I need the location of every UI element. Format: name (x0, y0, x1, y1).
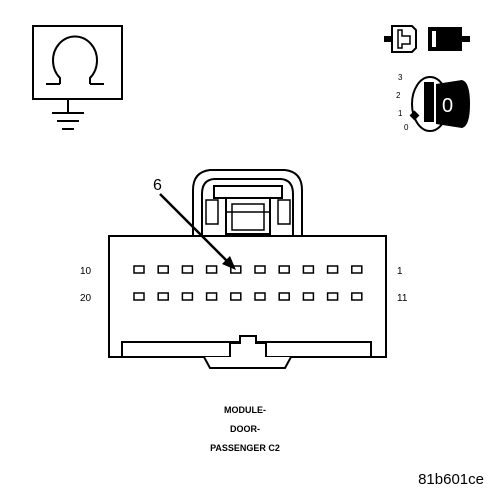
pin-cavity (157, 265, 169, 274)
ignition-switch-icon: 3 2 1 0 0 (396, 73, 470, 132)
pin-cavity (351, 265, 363, 274)
caption-line-3: PASSENGER C2 (210, 443, 280, 453)
ignition-key-label: 0 (442, 95, 453, 117)
pin-cavity (230, 265, 242, 274)
pin-cavity (254, 265, 266, 274)
pin-row-top (133, 265, 363, 274)
callout-arrow (159, 193, 236, 270)
pin-cavity (230, 292, 242, 301)
ignition-position-1: 1 (398, 109, 403, 118)
pin-cavity (278, 292, 290, 301)
pin-cavity (133, 292, 145, 301)
connector-body (108, 235, 387, 369)
pin-cavity (302, 292, 315, 301)
figure-code: 81b601ce (418, 471, 484, 488)
pin-cavity (181, 265, 194, 274)
pin-cavity (326, 265, 339, 274)
connector-latch (190, 169, 306, 237)
caption-line-2: DOOR- (230, 424, 260, 434)
caption-line-1: MODULE- (224, 405, 266, 415)
pin-cavity (351, 292, 363, 301)
pin-cavity (205, 265, 218, 274)
pin-cavity (205, 292, 218, 301)
ignition-position-2: 2 (396, 91, 401, 100)
row2-right-pin-label: 11 (397, 293, 408, 304)
pin-row-bottom (133, 292, 363, 301)
row1-right-pin-label: 1 (397, 266, 403, 277)
pin-cavity (302, 265, 315, 274)
ignition-position-3: 3 (398, 73, 403, 82)
callout-pin-number: 6 (153, 177, 162, 194)
connector-disconnect-icon (384, 25, 470, 53)
row2-left-pin-label: 20 (80, 293, 92, 304)
pin-cavity (278, 265, 290, 274)
row1-left-pin-label: 10 (80, 266, 92, 277)
pin-cavity (157, 292, 169, 301)
ohmmeter-ground-icon (32, 25, 123, 130)
pin-cavity (326, 292, 339, 301)
ignition-position-0: 0 (404, 123, 409, 132)
pin-cavity (254, 292, 266, 301)
pin-cavity (181, 292, 194, 301)
pin-cavity (133, 265, 145, 274)
